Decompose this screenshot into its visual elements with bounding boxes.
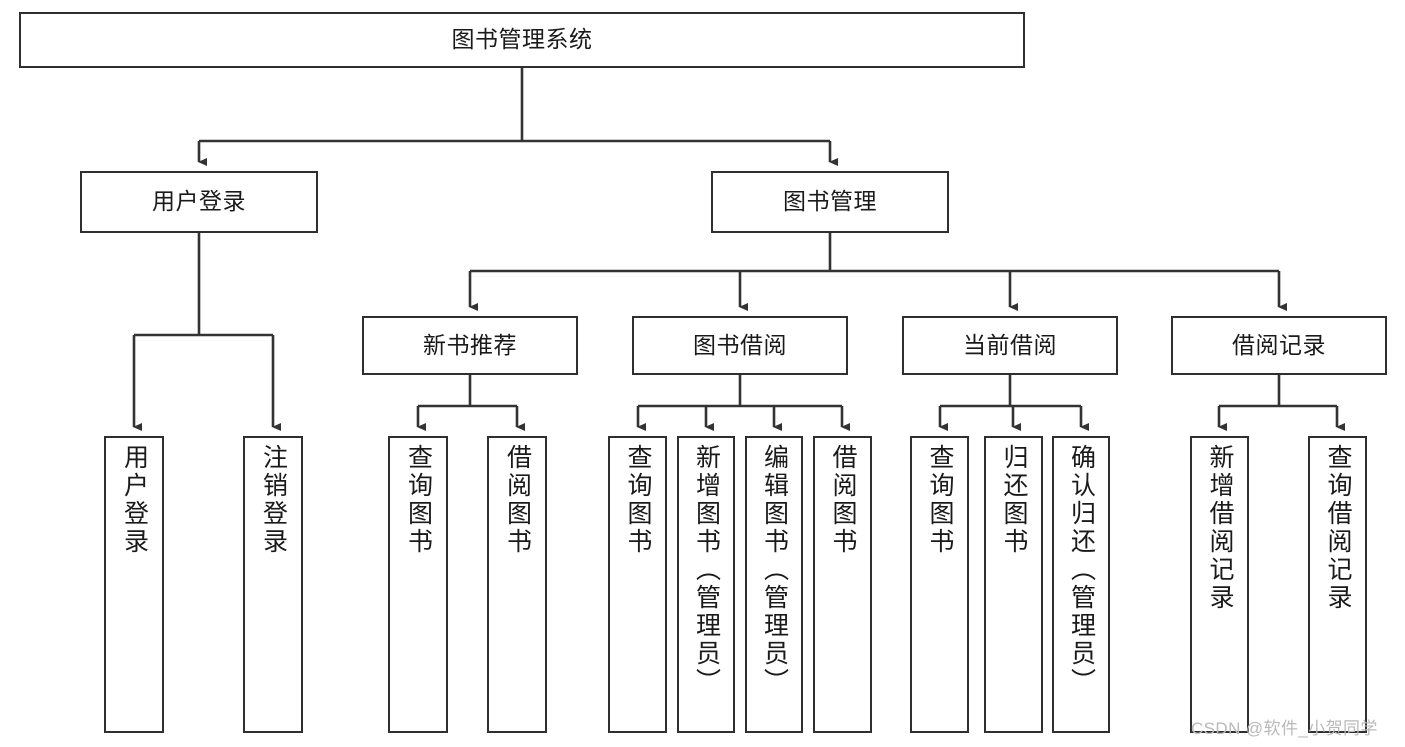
node-leaf-add-book[interactable]: 新增图书（管理员） bbox=[677, 436, 735, 733]
node-leaf-borrow-book-2-label: 借阅图书 bbox=[829, 444, 857, 556]
node-leaf-add-borrow-record[interactable]: 新增借阅记录 bbox=[1190, 436, 1249, 733]
node-leaf-borrow-book-1-label: 借阅图书 bbox=[503, 444, 532, 556]
node-user-login[interactable]: 用户登录 bbox=[80, 171, 318, 233]
node-new-book-recommend[interactable]: 新书推荐 bbox=[362, 316, 578, 375]
node-leaf-query-book-2[interactable]: 查询图书 bbox=[608, 436, 667, 733]
node-leaf-edit-book-label: 编辑图书（管理员） bbox=[760, 444, 789, 696]
csdn-watermark: CSDN @软件_小贺同学 bbox=[1191, 719, 1378, 738]
node-leaf-return-book[interactable]: 归还图书 bbox=[984, 436, 1043, 733]
node-leaf-user-login-label: 用户登录 bbox=[120, 444, 149, 556]
node-book-manage[interactable]: 图书管理 bbox=[711, 171, 949, 233]
node-leaf-add-borrow-record-label: 新增借阅记录 bbox=[1206, 444, 1234, 612]
node-leaf-borrow-book-2[interactable]: 借阅图书 bbox=[813, 436, 872, 733]
node-current-borrow-label: 当前借阅 bbox=[963, 331, 1057, 358]
node-current-borrow[interactable]: 当前借阅 bbox=[902, 316, 1118, 375]
node-borrow-record[interactable]: 借阅记录 bbox=[1171, 316, 1387, 375]
node-root[interactable]: 图书管理系统 bbox=[19, 12, 1025, 68]
node-borrow-record-label: 借阅记录 bbox=[1232, 331, 1326, 358]
node-leaf-user-login[interactable]: 用户登录 bbox=[104, 436, 164, 733]
node-book-borrow-label: 图书借阅 bbox=[693, 331, 787, 358]
node-leaf-logout-label: 注销登录 bbox=[259, 444, 288, 556]
node-leaf-query-book-1-label: 查询图书 bbox=[404, 444, 433, 556]
node-book-borrow[interactable]: 图书借阅 bbox=[632, 316, 848, 375]
node-leaf-query-book-3-label: 查询图书 bbox=[926, 444, 954, 556]
node-leaf-query-borrow-record-label: 查询借阅记录 bbox=[1324, 444, 1352, 612]
node-book-manage-label: 图书管理 bbox=[783, 188, 877, 215]
node-leaf-query-book-1[interactable]: 查询图书 bbox=[388, 436, 448, 733]
node-leaf-confirm-return-label: 确认归还（管理员） bbox=[1067, 444, 1096, 696]
node-leaf-query-borrow-record[interactable]: 查询借阅记录 bbox=[1308, 436, 1367, 733]
node-new-book-recommend-label: 新书推荐 bbox=[423, 331, 517, 358]
node-leaf-edit-book[interactable]: 编辑图书（管理员） bbox=[745, 436, 803, 733]
node-leaf-confirm-return[interactable]: 确认归还（管理员） bbox=[1052, 436, 1110, 733]
node-leaf-add-book-label: 新增图书（管理员） bbox=[692, 444, 721, 696]
node-leaf-query-book-3[interactable]: 查询图书 bbox=[910, 436, 969, 733]
node-leaf-return-book-label: 归还图书 bbox=[1000, 444, 1028, 556]
node-leaf-borrow-book-1[interactable]: 借阅图书 bbox=[487, 436, 547, 733]
node-user-login-label: 用户登录 bbox=[152, 188, 246, 215]
node-root-label: 图书管理系统 bbox=[451, 26, 593, 53]
node-leaf-logout[interactable]: 注销登录 bbox=[243, 436, 303, 733]
node-leaf-query-book-2-label: 查询图书 bbox=[624, 444, 652, 556]
